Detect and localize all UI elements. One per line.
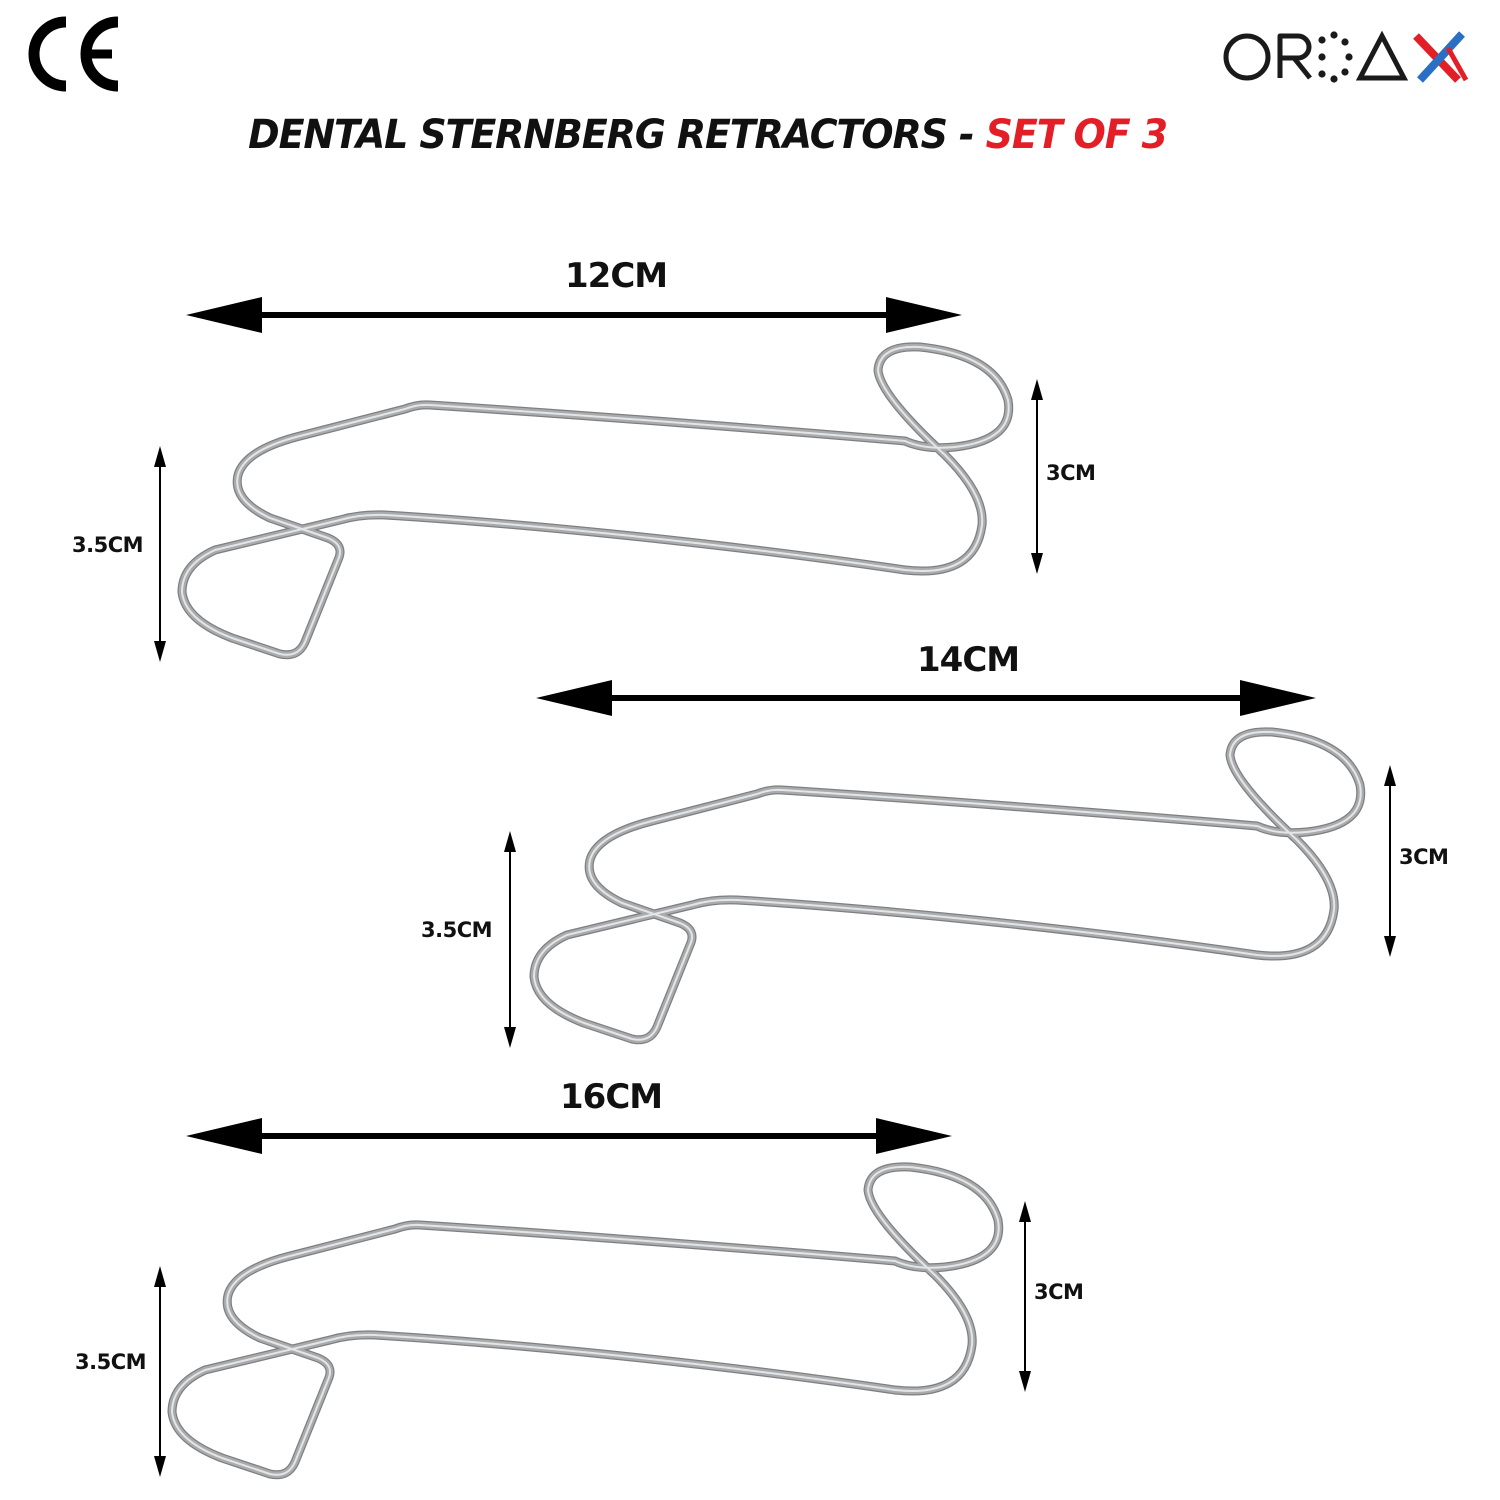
ce-certification-icon bbox=[20, 8, 130, 100]
left-height-label: 3.5CM bbox=[75, 1350, 147, 1374]
retractor-wire-icon bbox=[172, 1167, 999, 1475]
length-label: 16CM bbox=[560, 1077, 663, 1117]
right-height-label: 3CM bbox=[1046, 461, 1096, 485]
left-height-label: 3.5CM bbox=[421, 918, 493, 942]
retractor-wire-icon bbox=[182, 347, 1009, 655]
length-arrow-icon bbox=[186, 297, 962, 333]
length-label: 14CM bbox=[917, 640, 1020, 680]
retractor-16cm bbox=[154, 1118, 1031, 1477]
right-height-arrow-icon bbox=[1031, 379, 1043, 574]
retractor-wire-icon bbox=[534, 732, 1361, 1040]
right-height-arrow-icon bbox=[1384, 765, 1396, 957]
left-height-label: 3.5CM bbox=[72, 533, 144, 557]
brand-logo bbox=[1222, 26, 1482, 86]
left-height-arrow-icon bbox=[154, 446, 166, 662]
left-height-arrow-icon bbox=[154, 1266, 166, 1477]
retractor-12cm bbox=[154, 297, 1043, 662]
right-height-label: 3CM bbox=[1399, 845, 1449, 869]
title-accent: SET OF 3 bbox=[985, 112, 1168, 158]
right-height-arrow-icon bbox=[1019, 1201, 1031, 1392]
length-arrow-icon bbox=[536, 680, 1316, 716]
right-height-label: 3CM bbox=[1034, 1280, 1084, 1304]
title-main: DENTAL STERNBERG RETRACTORS - bbox=[248, 112, 986, 158]
left-height-arrow-icon bbox=[504, 831, 516, 1048]
length-label: 12CM bbox=[565, 256, 668, 296]
page-title: DENTAL STERNBERG RETRACTORS - SET OF 3 bbox=[0, 112, 1500, 158]
ordax-logo-icon bbox=[1223, 30, 1469, 83]
length-arrow-icon bbox=[186, 1118, 952, 1154]
retractor-14cm bbox=[504, 680, 1396, 1048]
